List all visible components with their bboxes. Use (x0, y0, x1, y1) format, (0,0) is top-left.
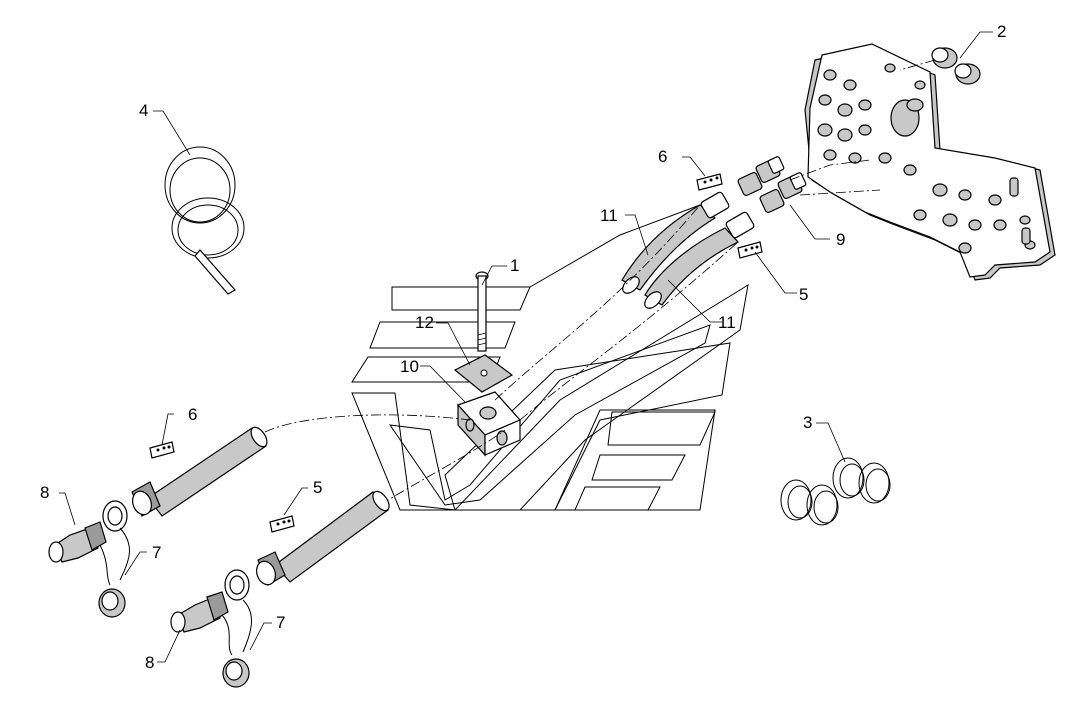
callout-10: 10 (400, 357, 419, 376)
callout-3: 3 (803, 413, 812, 432)
callout-4: 4 (139, 101, 148, 120)
frame-outline (351, 204, 749, 511)
callout-9: 9 (836, 230, 845, 249)
callout-labels: 1 2 3 4 5 5 6 6 7 7 8 8 9 10 11 11 12 (40, 22, 1006, 672)
upper-hoses-part-11 (621, 191, 755, 309)
adapters-part-9 (737, 156, 807, 213)
callout-7-upper: 7 (152, 543, 161, 562)
o-rings-part-3 (780, 457, 891, 526)
clip-part-5-upper (737, 241, 763, 259)
callout-11-lower: 11 (718, 313, 736, 332)
callout-11-upper: 11 (600, 206, 618, 225)
coupling-part-8-lower (170, 591, 229, 633)
callout-2: 2 (997, 22, 1006, 41)
callout-6-upper: 6 (658, 147, 667, 166)
clip-part-6-lower (149, 441, 175, 459)
callout-5-upper: 5 (799, 285, 808, 304)
clamp-block-part-10 (456, 391, 522, 457)
callout-6-lower: 6 (188, 405, 197, 424)
assembly-lines (264, 59, 936, 506)
clip-part-6-upper (696, 173, 723, 191)
dust-cap-part-7-lower (221, 599, 252, 688)
leader-lines (59, 31, 993, 663)
callout-8-upper: 8 (40, 483, 49, 502)
clip-part-5-lower (269, 515, 295, 533)
callout-7-lower: 7 (276, 613, 285, 632)
cable-tie-part-4 (164, 146, 245, 295)
washer-middle (224, 569, 250, 601)
plate-part-12 (453, 354, 514, 393)
hose-lower-middle (255, 490, 390, 586)
dust-cap-part-7-upper (98, 527, 130, 618)
callout-8-lower: 8 (145, 653, 154, 672)
hose-lower-left (131, 426, 268, 517)
callout-1: 1 (510, 256, 519, 275)
mounting-plate (804, 43, 1056, 281)
plate-holes (817, 63, 1036, 254)
bolt-part-1 (475, 271, 489, 352)
coupling-part-8-upper (48, 521, 107, 563)
washer-left (102, 500, 128, 532)
callout-12: 12 (415, 313, 434, 332)
caps-part-2 (931, 47, 981, 85)
callout-5-lower: 5 (313, 478, 322, 497)
